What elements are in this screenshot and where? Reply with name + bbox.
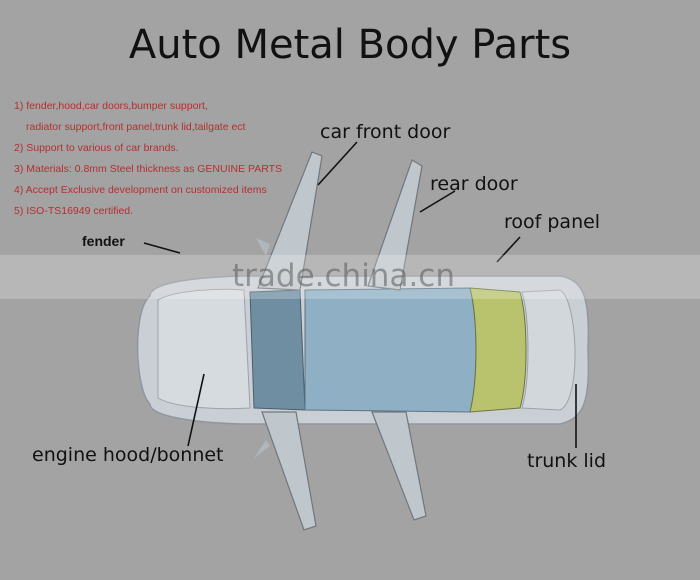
leader-lines: [143, 141, 577, 448]
car-illustration: [136, 151, 590, 531]
watermark-text: trade.china.cn: [232, 258, 455, 294]
front-door-bottom: [261, 411, 317, 531]
label-engine-hood: engine hood/bonnet: [32, 444, 224, 466]
label-trunk-lid: trunk lid: [527, 450, 607, 472]
roof-panel: [304, 287, 477, 413]
trunk-panel: [521, 289, 576, 411]
label-rear-door: rear door: [430, 173, 518, 195]
note-line: 1) fender,hood,car doors,bumper support,: [14, 100, 208, 112]
note-line: 4) Accept Exclusive development on custo…: [14, 184, 267, 196]
page-title: Auto Metal Body Parts: [128, 22, 572, 68]
engine-hood-panel: [157, 288, 251, 410]
leader-roof: [496, 236, 521, 263]
leader-hood: [187, 373, 205, 447]
note-line: 2) Support to various of car brands.: [14, 142, 179, 154]
front-door-top: [257, 151, 323, 291]
mirror-top: [256, 238, 270, 256]
leader-rear-door: [419, 190, 456, 213]
label-front-door: car front door: [320, 121, 451, 143]
mirror-bottom: [254, 440, 270, 458]
note-line: 3) Materials: 0.8mm Steel thickness as G…: [14, 163, 283, 175]
leader-fender: [143, 242, 181, 254]
watermark-band: trade.china.cn: [0, 255, 700, 299]
feature-notes: 1) fender,hood,car doors,bumper support,…: [14, 96, 314, 222]
leader-front-door: [317, 141, 358, 186]
rear-door-top: [367, 159, 423, 291]
windshield: [249, 289, 306, 411]
rear-door-bottom: [371, 411, 427, 521]
label-roof-panel: roof panel: [504, 211, 601, 233]
note-line: 5) ISO-TS16949 certified.: [14, 205, 134, 217]
rear-window: [469, 287, 527, 413]
label-fender: fender: [82, 233, 125, 249]
note-line: radiator support,front panel,trunk lid,t…: [26, 121, 246, 133]
